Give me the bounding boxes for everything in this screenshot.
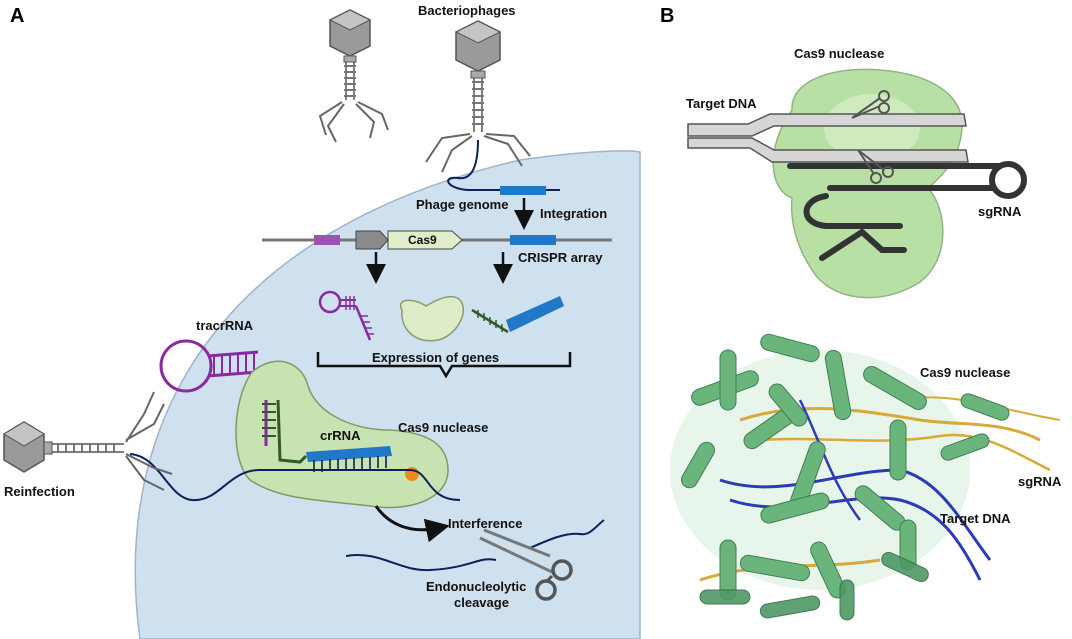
cleavage-label-line1: Endonucleolytic	[426, 579, 526, 594]
tracrrna-gene-block	[314, 235, 340, 245]
panel-a-letter: A	[10, 5, 24, 27]
interference-arrow	[374, 505, 450, 543]
scissors-icon-top	[851, 90, 890, 119]
target-dna-label-struct: Target DNA	[940, 511, 1011, 526]
cas9-gene-arrow	[387, 230, 463, 250]
bacterial-cell	[134, 150, 641, 639]
cas9-nuclease-label-a: Cas9 nuclease	[398, 420, 488, 435]
phage-icon-attached	[425, 20, 531, 173]
target-dna-label-top: Target DNA	[686, 96, 757, 111]
cas9-protein-product	[399, 295, 465, 342]
phage-icon-floating	[318, 9, 389, 143]
scissors-icon-bottom	[857, 149, 894, 184]
target-base-pairs	[313, 456, 387, 472]
target-dna-duplex	[687, 113, 969, 163]
cleaved-dna-right	[529, 519, 605, 549]
crispr-array-block	[510, 235, 556, 245]
panel-b-letter: B	[660, 5, 674, 27]
interference-label: Interference	[448, 516, 522, 531]
cas9-3d-structure	[670, 333, 1061, 621]
expression-label: Expression of genes	[372, 350, 499, 365]
sgrna-schematic	[787, 161, 1027, 261]
crrna-tracrrna-duplex	[262, 399, 308, 464]
reinfection-phage-icon	[3, 391, 173, 491]
bacteriophages-label: Bacteriophages	[418, 3, 516, 18]
scissors-icon	[479, 528, 573, 601]
crispr-array-label: CRISPR array	[518, 250, 603, 265]
crrna-label: crRNA	[320, 428, 361, 443]
crrna-spacer	[306, 446, 392, 462]
tracrrna-product	[318, 290, 374, 341]
cleaved-dna-left	[345, 553, 497, 572]
invading-dna	[129, 453, 461, 502]
cas9-lobe-highlight	[824, 94, 920, 162]
cas9-nuclease-label-b-top: Cas9 nuclease	[794, 46, 884, 61]
cas9-nuclease-label-b-struct: Cas9 nuclease	[920, 365, 1010, 380]
gene-arrow-grey	[355, 230, 389, 250]
crrna-product	[471, 296, 564, 334]
phage-genome-label: Phage genome	[416, 197, 508, 212]
tracrrna-label: tracrRNA	[196, 318, 254, 333]
reinfection-label: Reinfection	[4, 484, 75, 499]
sgrna-label-struct: sgRNA	[1018, 474, 1062, 489]
phage-spacer-segment	[500, 186, 546, 195]
cleavage-label-line2: cleavage	[454, 595, 509, 610]
expression-brace	[316, 352, 572, 379]
integration-label: Integration	[540, 206, 607, 221]
cas9-gene-label: Cas9	[408, 233, 437, 247]
sgrna-label-top: sgRNA	[978, 204, 1022, 219]
